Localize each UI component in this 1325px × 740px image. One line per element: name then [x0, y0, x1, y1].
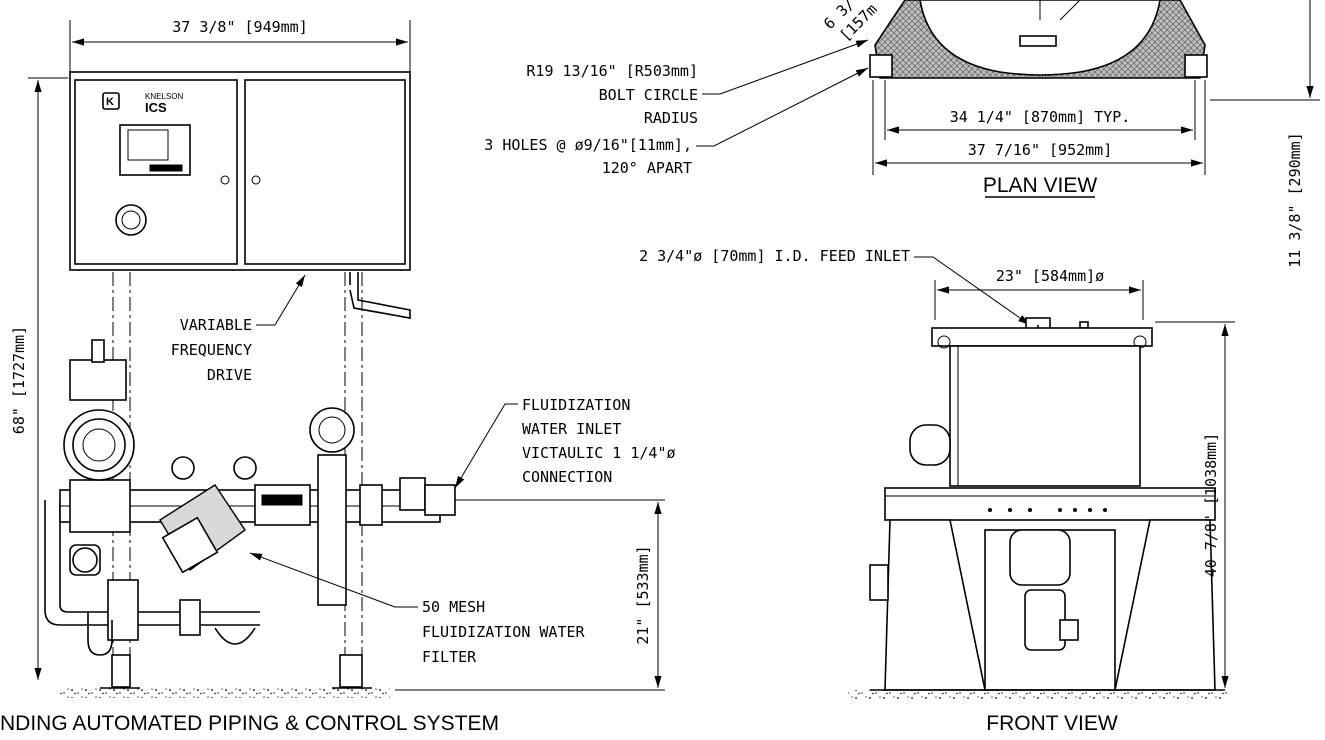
control-panel: K KNELSON ICS	[69, 71, 411, 271]
water-inlet-callout: FLUIDIZATION WATER INLET VICTAULIC 1 1/4…	[454, 396, 676, 489]
filter-line-1: 50 MESH	[422, 598, 485, 616]
inlet-height-dimension: 21" [533mm]	[395, 499, 665, 691]
bolt-circle-line-1: R19 13/16" [R503mm]	[526, 62, 698, 80]
inlet-height-label: 21" [533mm]	[634, 545, 652, 644]
support-legs	[100, 272, 411, 690]
holes-line-2: 120° APART	[602, 159, 692, 177]
water-inlet-line-2: WATER INLET	[522, 420, 621, 438]
overall-height-dimension: 68" [1727mm]	[10, 77, 68, 680]
bolt-circle-line-2: BOLT CIRCLE	[599, 86, 698, 104]
vfd-callout: VARIABLE FREQUENCY DRIVE	[171, 274, 306, 384]
svg-text:K: K	[106, 96, 114, 108]
filter-line-3: FILTER	[422, 648, 477, 666]
front-view-title: FRONT VIEW	[986, 712, 1118, 735]
feed-inlet-label: 2 3/4"ø [70mm] I.D. FEED INLET	[639, 247, 910, 265]
side-height-label: 11 3/8" [290mm]	[1286, 132, 1304, 267]
filter-callout: 50 MESH FLUIDIZATION WATER FILTER	[249, 552, 586, 666]
water-inlet-line-4: CONNECTION	[522, 468, 612, 486]
base-width-label: 37 7/16" [952mm]	[968, 141, 1113, 159]
bolt-spacing-label: 34 1/4" [870mm] TYP.	[950, 108, 1131, 126]
plan-view: 6 3/ [157m 34 1/4" [870mm] TYP. 37 7/16"…	[820, 0, 1208, 198]
bowl-dia-label: 23" [584mm]ø	[996, 267, 1104, 285]
plan-callouts: R19 13/16" [R503mm] BOLT CIRCLE RADIUS 3…	[484, 39, 869, 177]
ground-hatch-left	[60, 688, 390, 698]
water-inlet-line-1: FLUIDIZATION	[522, 396, 630, 414]
vfd-line-1: VARIABLE	[180, 316, 252, 334]
vfd-line-3: DRIVE	[207, 366, 252, 384]
vfd-line-2: FREQUENCY	[171, 341, 252, 359]
piping-control-view: 37 3/8" [949mm] 68" [1727mm] K KNELSON I…	[0, 18, 676, 735]
front-height-label: 40 7/8" [1038mm]	[1202, 433, 1220, 578]
panel-width-dimension: 37 3/8" [949mm]	[69, 18, 411, 72]
plan-view-title: PLAN VIEW	[983, 174, 1098, 197]
front-view: 2 3/4"ø [70mm] I.D. FEED INLET 23" [584m…	[639, 247, 1235, 735]
side-height-dimension: 11 3/8" [290mm]	[1210, 0, 1320, 268]
overall-height-label: 68" [1727mm]	[10, 326, 28, 434]
holes-line-1: 3 HOLES @ ø9/16"[11mm],	[484, 136, 692, 154]
water-inlet-line-3: VICTAULIC 1 1/4"ø	[522, 444, 676, 462]
ground-hatch-right	[848, 690, 1228, 700]
piping-assembly	[44, 339, 456, 656]
bolt-circle-line-3: RADIUS	[644, 109, 698, 127]
piping-view-title: NDING AUTOMATED PIPING & CONTROL SYSTEM	[0, 712, 499, 735]
brand-label: KNELSON	[145, 92, 183, 101]
panel-width-label: 37 3/8" [949mm]	[172, 18, 307, 36]
logo-label: ICS	[145, 100, 167, 115]
filter-line-2: FLUIDIZATION WATER	[422, 623, 586, 641]
